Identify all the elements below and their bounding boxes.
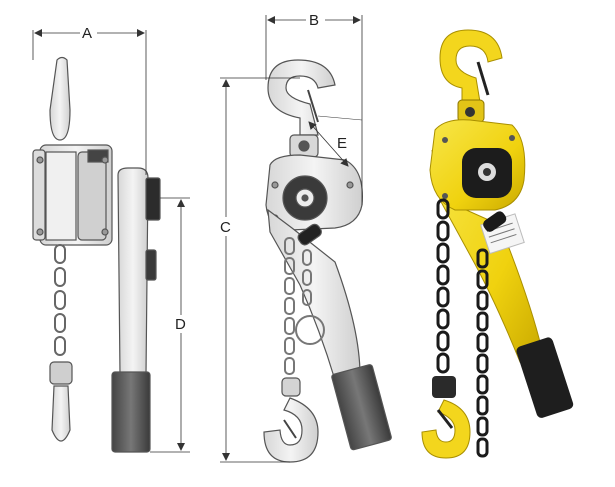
photo-selector-knob (483, 211, 507, 232)
front-selector-knob (297, 223, 322, 246)
front-handle-grip (331, 364, 392, 451)
dimension-c-label: C (220, 219, 231, 236)
dimension-a: A (32, 25, 147, 175)
dimension-b: B (265, 12, 363, 205)
dimension-e: E (308, 115, 363, 167)
dimension-e-label: E (337, 135, 347, 152)
photo-load-chain (436, 198, 489, 458)
dimension-a-label: A (82, 25, 92, 42)
front-view-drawing (263, 59, 392, 463)
side-lever-handle (117, 167, 149, 376)
side-top-hook (49, 56, 71, 141)
side-view-drawing (32, 56, 161, 453)
dimension-b-label: B (309, 12, 319, 29)
photo-bottom-hook (421, 399, 471, 459)
side-load-chain (54, 244, 66, 356)
photo-top-hook (439, 29, 503, 103)
side-handle-grip (111, 371, 151, 453)
front-bottom-hook (263, 397, 319, 463)
dimension-d-label: D (175, 316, 186, 333)
yellow-lever-hoist-photo (421, 29, 574, 459)
side-bottom-hook (51, 385, 71, 442)
front-top-hook (267, 59, 336, 136)
photo-handle-grip (516, 337, 574, 418)
front-load-chain (284, 237, 325, 375)
dimension-d: D (150, 197, 190, 453)
dimension-c: C (220, 77, 300, 463)
